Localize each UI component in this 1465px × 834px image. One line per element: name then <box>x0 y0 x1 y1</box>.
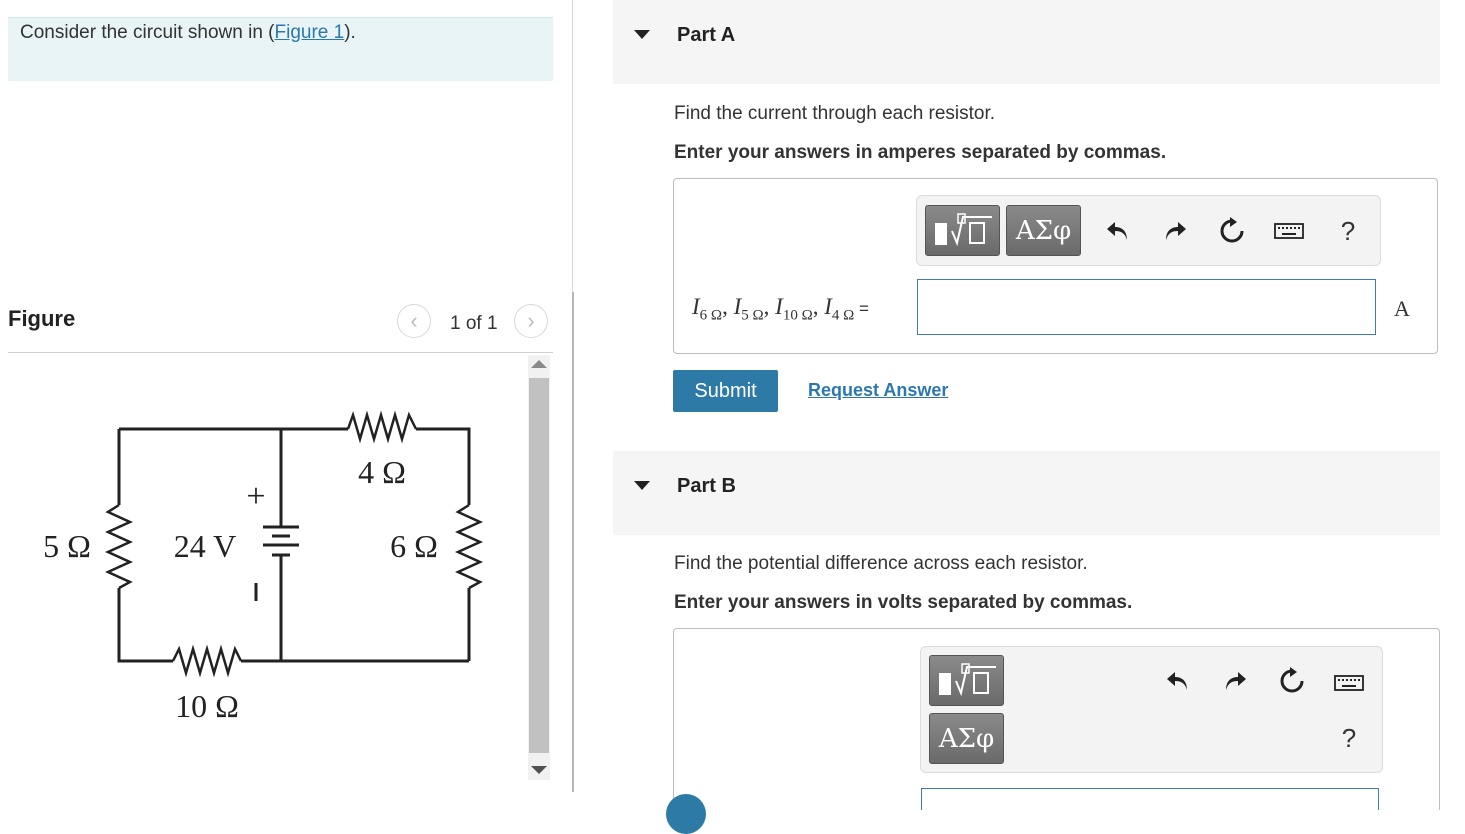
intro-text: Consider the circuit shown in (Figure 1)… <box>20 22 356 43</box>
part-a-title: Part A <box>677 24 736 46</box>
caret-down-icon[interactable] <box>634 481 650 490</box>
part-b-title: Part B <box>677 475 736 497</box>
templates-icon <box>938 662 996 696</box>
redo-icon[interactable] <box>1157 213 1193 249</box>
greek-symbols-button[interactable]: ΑΣφ <box>1006 205 1081 256</box>
next-figure-button[interactable]: › <box>514 304 548 338</box>
redo-icon[interactable] <box>1217 663 1253 699</box>
figure-link[interactable]: Figure 1 <box>274 22 345 43</box>
battery-24v <box>254 525 299 601</box>
partial-badge-icon <box>666 794 706 834</box>
figure-title: Figure <box>8 306 76 331</box>
reset-icon[interactable] <box>1214 213 1250 249</box>
help-icon[interactable]: ? <box>1341 722 1357 753</box>
wire-top-right <box>416 427 471 505</box>
part-a-variable-label: I6 Ω, I5 Ω, I10 Ω, I4 Ω = <box>692 294 869 324</box>
submit-button[interactable]: Submit <box>673 370 778 412</box>
part-b-question: Find the potential difference across eac… <box>674 553 1088 574</box>
undo-icon[interactable] <box>1160 663 1196 699</box>
part-a-question: Find the current through each resistor. <box>674 103 996 124</box>
figure-counter: 1 of 1 <box>450 313 498 334</box>
part-a-header[interactable] <box>613 0 1440 84</box>
part-b-instruction: Enter your answers in volts separated by… <box>674 592 1133 613</box>
intro-box <box>8 17 553 81</box>
scroll-down-arrow-icon[interactable] <box>531 766 547 774</box>
part-a-unit: A <box>1394 296 1410 321</box>
label-5-ohm: 5 Ω <box>43 528 91 564</box>
request-answer-link[interactable]: Request Answer <box>808 380 949 400</box>
figure-scrollbar-thumb[interactable] <box>529 378 549 753</box>
chevron-right-icon: › <box>527 308 535 333</box>
keyboard-icon[interactable] <box>1331 665 1367 701</box>
resistor-5 <box>104 503 134 590</box>
resistor-10 <box>171 644 243 678</box>
scroll-up-arrow-icon[interactable] <box>531 360 547 368</box>
circuit-diagram: + 4 Ω 5 Ω 24 V 6 Ω 10 Ω <box>43 410 484 724</box>
part-b-answer-input[interactable] <box>921 788 1379 810</box>
part-a-answer-input[interactable] <box>917 279 1376 335</box>
help-icon[interactable]: ? <box>1340 215 1356 246</box>
battery-plus-label: + <box>246 478 265 515</box>
prev-figure-button[interactable]: ‹ <box>397 304 431 338</box>
label-10-ohm: 10 Ω <box>175 688 239 724</box>
keyboard-icon[interactable] <box>1271 213 1307 249</box>
templates-button[interactable] <box>929 655 1004 706</box>
templates-button[interactable] <box>925 205 1000 256</box>
label-6-ohm: 6 Ω <box>390 528 438 564</box>
chevron-left-icon: ‹ <box>410 308 418 333</box>
wire-left-bottom <box>117 588 173 663</box>
caret-down-icon[interactable] <box>634 30 650 39</box>
templates-icon <box>934 212 992 246</box>
undo-icon[interactable] <box>1100 213 1136 249</box>
figure-divider <box>8 352 553 353</box>
resistor-4 <box>346 410 418 444</box>
part-b-header[interactable] <box>613 451 1440 535</box>
label-24v: 24 V <box>174 528 237 564</box>
resistor-6 <box>454 503 484 590</box>
greek-symbols-button[interactable]: ΑΣφ <box>929 713 1004 764</box>
reset-icon[interactable] <box>1274 663 1310 699</box>
part-a-instruction: Enter your answers in amperes separated … <box>674 142 1167 163</box>
label-4-ohm: 4 Ω <box>358 454 406 490</box>
panel-divider-handle[interactable] <box>572 292 574 792</box>
